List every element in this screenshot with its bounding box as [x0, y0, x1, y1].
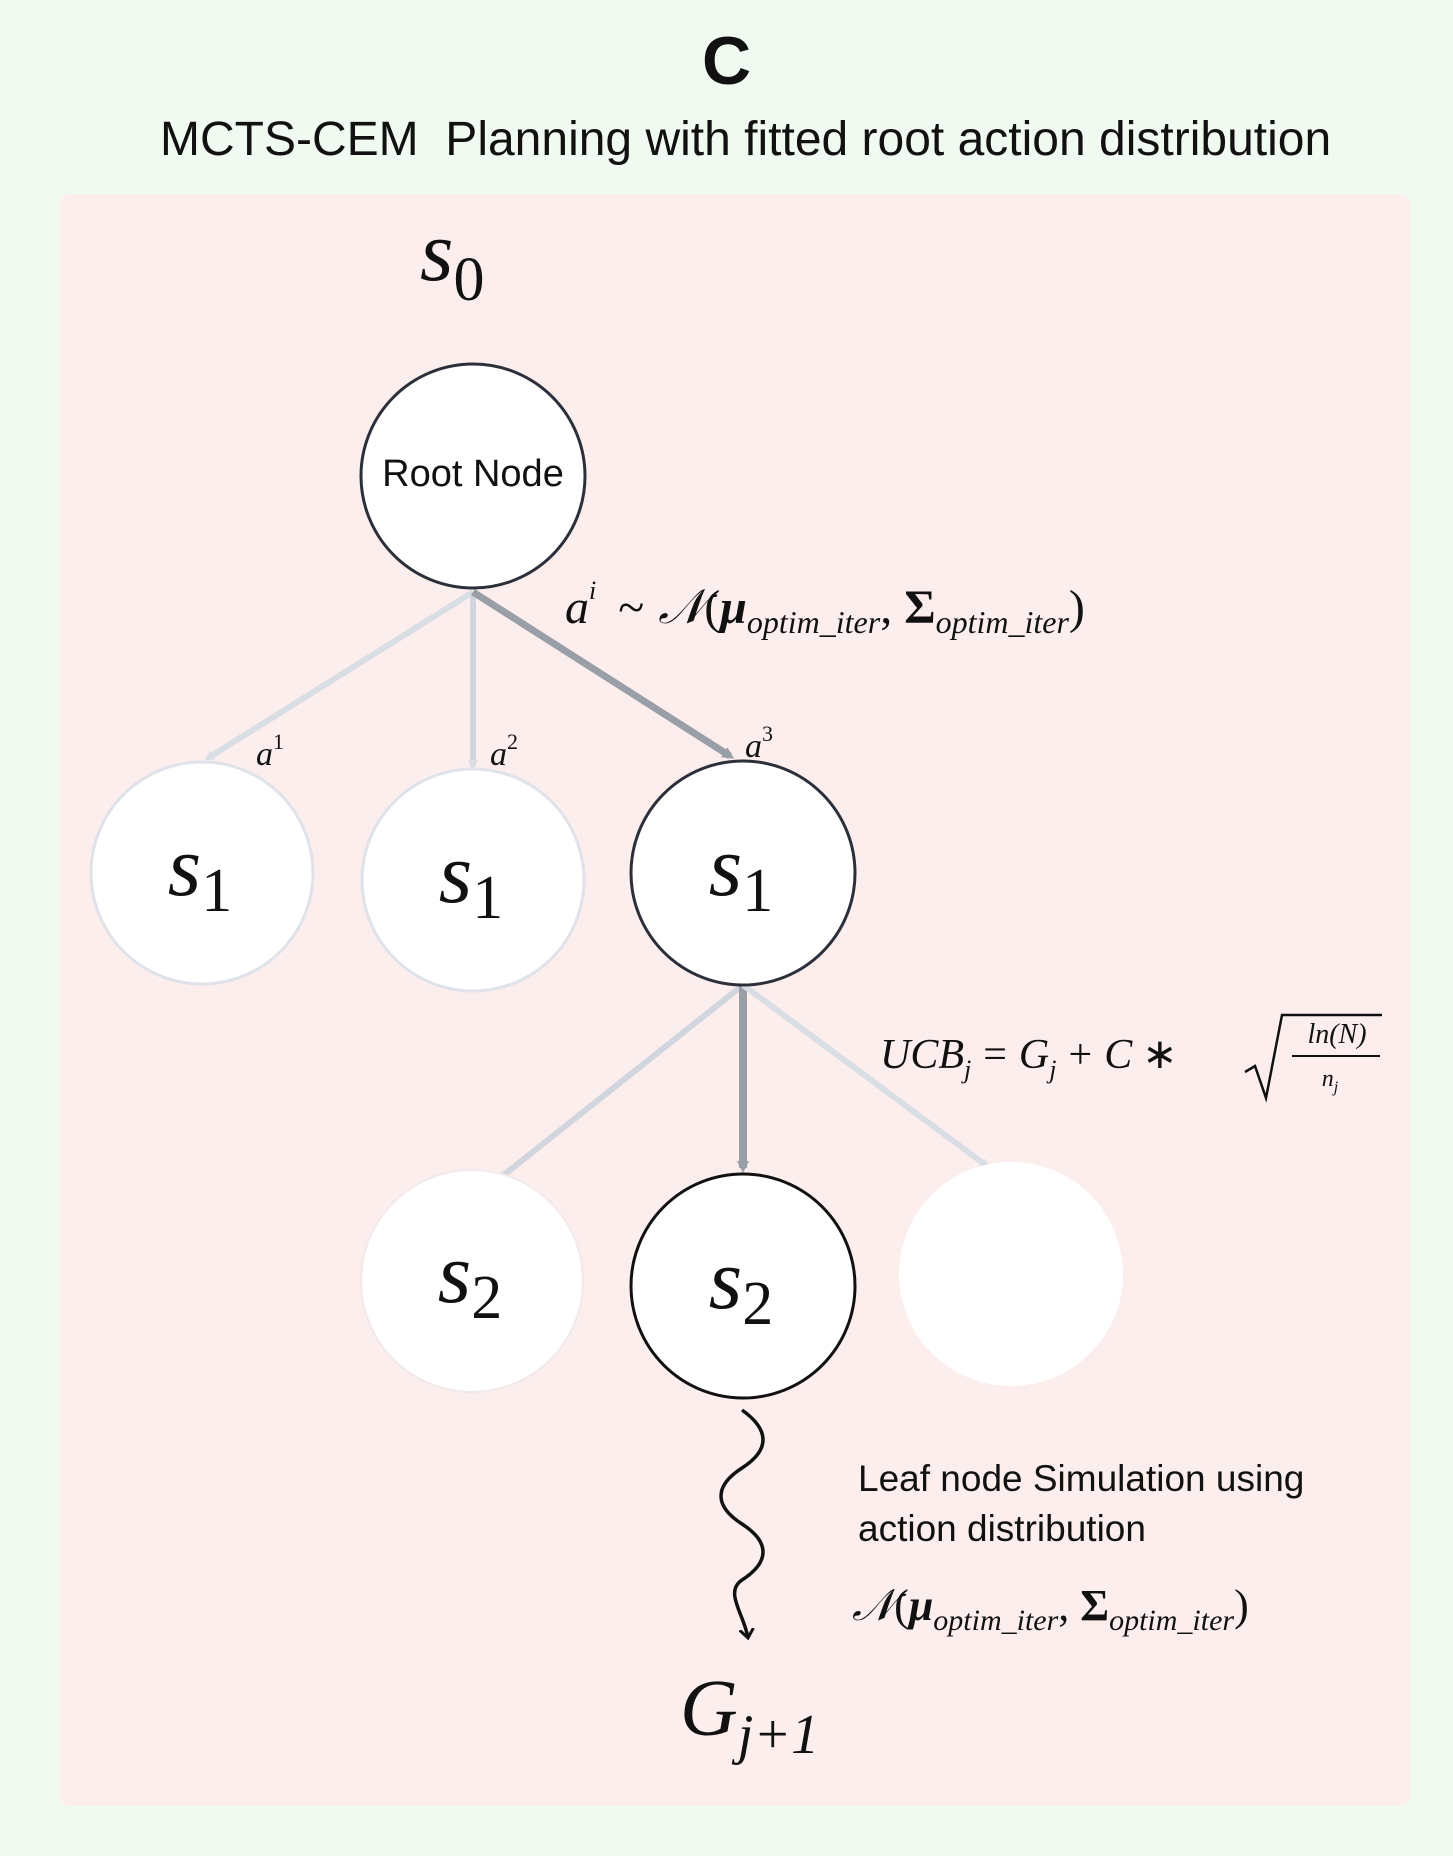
child-node-2-label: s1: [439, 825, 503, 932]
leaf-simulation-caption-line-1: Leaf node Simulation using: [858, 1458, 1305, 1499]
leaf-simulation-caption-line-2: action distribution: [858, 1508, 1146, 1549]
grandchild-node-2-selected: [629, 1172, 857, 1400]
panel-title: MCTS-CEM Planning with fitted root actio…: [160, 113, 1332, 166]
root-node: [359, 362, 587, 590]
grandchild-node-3-empty: [899, 1162, 1123, 1386]
root-state-label: s0: [420, 203, 484, 314]
action-label-1: a1: [256, 729, 284, 773]
action-sampling-formula: ai~𝒩(μoptim_iter, Σoptim_iter): [565, 576, 1085, 640]
edge-s1-to-s2-left: [496, 982, 745, 1181]
grandchild-node-2-label: s2: [709, 1231, 773, 1338]
grandchild-node-1-label: s2: [438, 1225, 502, 1332]
action-label-2: a2: [490, 729, 518, 773]
child-node-1: [89, 760, 315, 986]
diagram-background: [60, 194, 1410, 1806]
panel-letter: C: [701, 23, 752, 99]
return-label: Gj+1: [680, 1665, 819, 1766]
child-node-3-selected: [629, 759, 857, 987]
edge-s1-to-empty-node: [741, 982, 991, 1169]
edge-root-to-child-1: [204, 589, 475, 761]
root-node-label: Root Node: [382, 453, 564, 495]
svg-text:nj: nj: [1322, 1066, 1339, 1096]
ucb-formula: UCBj=Gj+C∗ ln(N) nj: [880, 1013, 1382, 1103]
child-node-1-label: s1: [168, 818, 232, 925]
edge-root-to-child-3: [471, 589, 735, 759]
svg-text:ln(N): ln(N): [1307, 1019, 1366, 1050]
child-node-2: [360, 767, 586, 993]
svg-text:UCBj=Gj+C∗: UCBj=Gj+C∗: [880, 1032, 1177, 1084]
grandchild-node-1: [360, 1169, 584, 1393]
simulation-rollout-arrow: [719, 1408, 765, 1638]
leaf-distribution-formula: 𝒩(μoptim_iter, Σoptim_iter): [852, 1581, 1249, 1637]
child-node-3-label: s1: [709, 818, 773, 925]
action-label-3: a3: [745, 721, 773, 765]
